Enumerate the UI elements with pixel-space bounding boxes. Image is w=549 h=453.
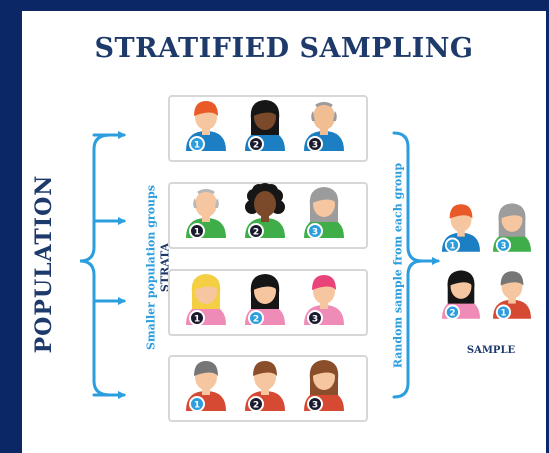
sample-brace	[392, 131, 440, 399]
number-badge	[444, 237, 461, 253]
sample-person-1: 1	[442, 204, 480, 253]
person-g4-2: 2	[245, 361, 285, 412]
number-badge-label: 3	[312, 228, 318, 238]
person-g2-1: 1	[186, 189, 226, 239]
number-badge	[248, 136, 264, 152]
neck-shape	[508, 296, 516, 304]
population-brace	[79, 131, 126, 399]
hair-side	[333, 111, 337, 121]
hair-top	[312, 275, 336, 290]
number-badge-label: 2	[253, 141, 259, 151]
neck-shape	[261, 214, 269, 222]
number-badge-label: 1	[194, 315, 200, 325]
number-badge	[495, 304, 512, 320]
person-g1-2: 2	[245, 100, 285, 152]
hair-top	[194, 101, 218, 116]
people-layer: 1 2 3 1 2 3 1 2 3 1 2 3 1 3 2 1	[186, 100, 531, 412]
hair-side	[215, 198, 219, 208]
number-badge-label: 2	[253, 228, 259, 238]
hair-top	[449, 204, 473, 219]
hair-top	[197, 189, 215, 195]
hair-top	[312, 188, 336, 203]
head-shape	[313, 104, 335, 130]
number-badge	[444, 304, 461, 320]
person-g2-3: 3	[304, 187, 344, 239]
hair-top	[500, 271, 524, 286]
hair-top	[315, 102, 333, 108]
hair-side	[311, 111, 315, 121]
number-badge-label: 3	[312, 141, 318, 151]
number-badge-label: 2	[253, 401, 259, 411]
number-badge	[248, 396, 264, 412]
person-g3-1: 1	[186, 274, 226, 326]
hair-top	[253, 275, 277, 290]
number-badge	[307, 396, 323, 412]
neck-shape	[202, 214, 210, 222]
number-badge	[189, 396, 205, 412]
number-badge-label: 2	[449, 308, 455, 318]
sample-label: SAMPLE	[466, 345, 516, 356]
head-shape	[195, 191, 217, 217]
neck-shape	[320, 127, 328, 135]
number-badge-label: 1	[194, 228, 200, 238]
hair-top	[253, 101, 277, 116]
page-title: STRATIFIED SAMPLING	[94, 33, 474, 64]
number-badge	[189, 223, 205, 239]
diagram-canvas: 1 2 3 1 2 3 1 2 3 1 2 3 1 3 2 1	[79, 100, 531, 412]
hair-top	[312, 361, 336, 376]
number-badge-label: 3	[500, 241, 506, 251]
number-badge-label: 3	[312, 401, 318, 411]
number-badge-label: 1	[194, 141, 200, 151]
sample-person-2: 3	[493, 203, 531, 253]
number-badge	[307, 223, 323, 239]
number-badge-label: 3	[312, 315, 318, 325]
hair-top	[194, 275, 218, 290]
neck-shape	[320, 301, 328, 309]
sample-person-3: 2	[442, 270, 480, 320]
infographic-card: STRATIFIED SAMPLING POPULATION Smaller p…	[22, 11, 546, 453]
hair-top	[253, 361, 277, 376]
number-badge-label: 1	[194, 401, 200, 411]
number-badge-label: 1	[500, 308, 506, 318]
hair-side	[193, 198, 197, 208]
person-g1-3: 3	[304, 102, 344, 152]
person-g4-3: 3	[304, 360, 344, 412]
number-badge	[307, 136, 323, 152]
neck-shape	[261, 387, 269, 395]
sample-person-4: 1	[493, 271, 531, 320]
person-g2-2: 2	[245, 183, 285, 239]
number-badge	[189, 310, 205, 326]
number-badge	[189, 136, 205, 152]
number-badge	[495, 237, 512, 253]
hair-top	[194, 361, 218, 376]
person-g3-2: 2	[245, 274, 285, 326]
number-badge	[248, 223, 264, 239]
neck-shape	[202, 387, 210, 395]
hair-top	[449, 271, 473, 286]
neck-shape	[457, 229, 465, 237]
number-badge	[248, 310, 264, 326]
person-g1-1: 1	[186, 101, 226, 152]
number-badge-label: 2	[253, 315, 259, 325]
number-badge	[307, 310, 323, 326]
person-g4-1: 1	[186, 361, 226, 412]
hair-top	[500, 204, 524, 219]
person-g3-3: 3	[304, 275, 344, 326]
head-shape	[254, 191, 276, 217]
neck-shape	[202, 127, 210, 135]
number-badge-label: 1	[449, 241, 455, 251]
